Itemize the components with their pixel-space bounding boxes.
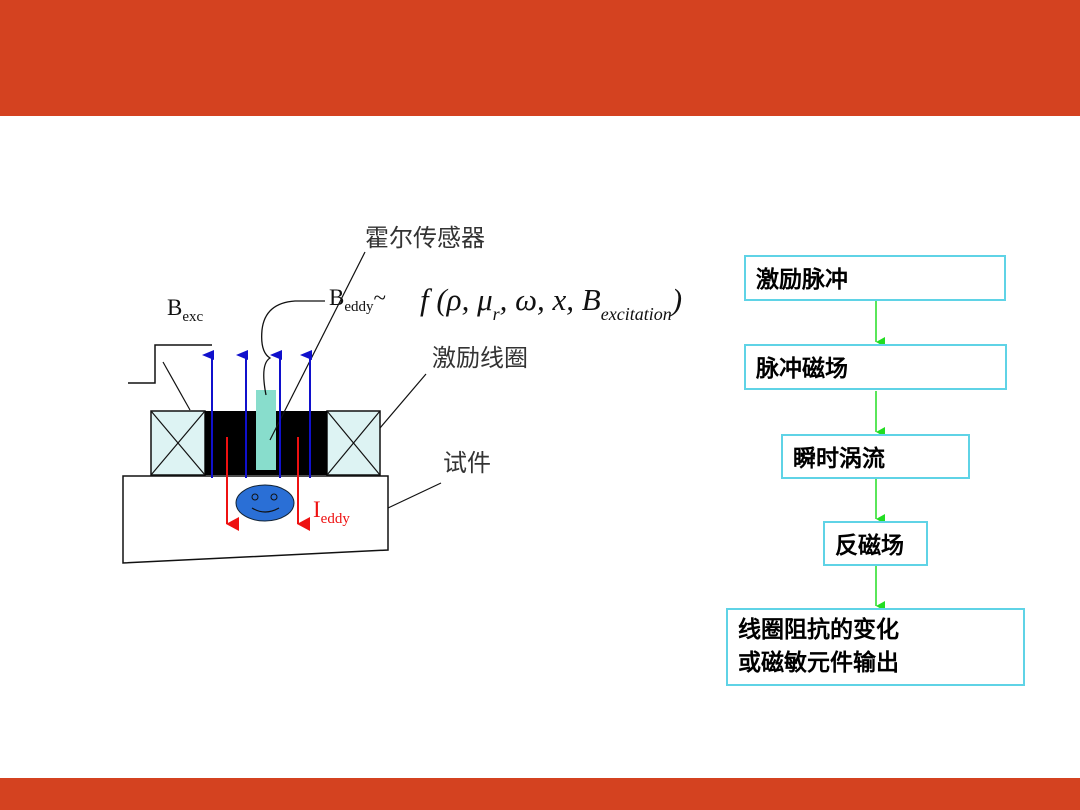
header-bar (0, 0, 1080, 116)
excitation-coil-label: 激励线圈 (432, 344, 528, 372)
coil-left-section (150, 410, 206, 476)
formula: f (ρ, μr, ω, x, Bexcitation) (420, 282, 683, 324)
b-eddy-label: Beddy~ (329, 285, 386, 315)
bexc-leader (162, 361, 191, 411)
flow-box-pulse-field: 脉冲磁场 (744, 344, 1007, 390)
i-eddy-label: Ieddy (313, 497, 350, 527)
flow-output-line-1: 线圈阻抗的变化 (738, 617, 899, 643)
flow-box-output: 线圈阻抗的变化 或磁敏元件输出 (726, 608, 1025, 686)
hall-sensor (256, 390, 276, 470)
hall-sensor-leader (269, 251, 366, 441)
flow-box-transient-eddy: 瞬时涡流 (781, 434, 970, 479)
specimen-label: 试件 (443, 449, 491, 477)
hall-sensor-label: 霍尔传感器 (365, 224, 485, 252)
flow-output-line-2: 或磁敏元件输出 (738, 650, 899, 676)
footer-bar (0, 778, 1080, 810)
b-exc-label: Bexc (167, 295, 204, 325)
beddy-leader (261, 300, 325, 396)
flow-box-reverse-field: 反磁场 (823, 521, 928, 566)
coil-leader (379, 373, 427, 429)
pulse-waveform (128, 344, 212, 384)
coil-right-section (326, 410, 381, 476)
eddy-face-icon (235, 484, 295, 522)
specimen-leader (387, 482, 442, 509)
flow-box-excitation-pulse: 激励脉冲 (744, 255, 1006, 301)
